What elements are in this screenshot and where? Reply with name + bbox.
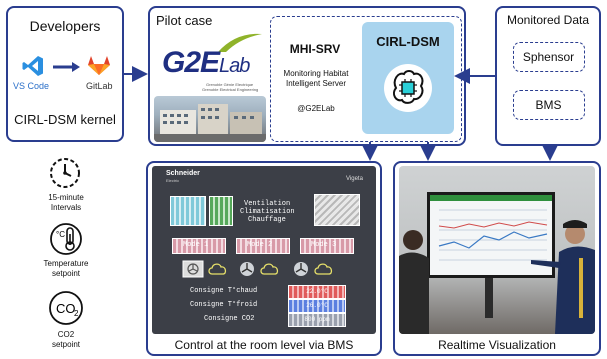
bms-setpoint-value: 800 ppm: [304, 316, 330, 323]
legend-co2-line1: CO2: [57, 330, 75, 339]
bms-setpoint-label-co2: Consigne CO2: [204, 315, 255, 323]
logo-text: G2ELab: [162, 46, 250, 80]
bms-header-1: Ventilation: [244, 200, 291, 208]
bms-corner-label: Vigeta: [346, 176, 363, 182]
bms-tile-ventilation[interactable]: [170, 196, 206, 226]
monitored-item-bms: BMS: [513, 90, 585, 120]
bms-mode-2-button[interactable]: Mode 2: [236, 238, 290, 254]
legend-temperature: °C Temperature setpoint: [34, 222, 98, 284]
monitored-data-panel: Monitored Data Sphensor BMS: [495, 6, 601, 146]
legend-temp-line1: Temperature: [43, 259, 89, 268]
dsm-title: CIRL-DSM: [376, 34, 440, 49]
thermometer-icon: °C: [50, 223, 82, 255]
pilot-case-panel: Pilot case G2ELab Grenoble Génie Electri…: [148, 6, 466, 146]
legend-temp-line2: setpoint: [51, 269, 81, 278]
bms-panel: Schneider Electric Vigeta Ventilation Cl…: [146, 161, 382, 356]
vscode-icon: [22, 56, 43, 76]
bms-cloud-icon-3: [314, 263, 333, 275]
bms-setpoint-value-co2[interactable]: 800 ppm: [288, 313, 346, 327]
bms-caption: Control at the room level via BMS: [174, 338, 354, 352]
legend-clock-line1: 15-minute: [48, 193, 84, 202]
legend-co2: CO 2 CO2 setpoint: [34, 290, 98, 356]
logo-suffix: Lab: [219, 55, 250, 77]
legend-co2-line2: setpoint: [51, 340, 81, 349]
bms-header-3: Chauffage: [248, 216, 286, 224]
kernel-label: CIRL-DSM kernel: [14, 112, 116, 127]
legend-clock-line2: Intervals: [50, 203, 82, 212]
cirl-dsm-box: CIRL-DSM: [362, 22, 454, 134]
svg-text:°C: °C: [56, 230, 65, 239]
bms-brand-sub: Electric: [166, 178, 180, 183]
clock-icon: [50, 158, 80, 188]
logo-subtitle-2: Grenoble Electrical Engineering: [202, 87, 259, 92]
developers-panel: Developers VS Code GitLab CIRL-DSM kerne…: [6, 6, 124, 142]
bms-mode-1-button[interactable]: Mode 1: [172, 238, 226, 254]
bms-setpoint-label-hot: Consigne T°chaud: [190, 287, 258, 295]
bms-screen: Schneider Electric Vigeta Ventilation Cl…: [152, 166, 376, 334]
viz-caption: Realtime Visualization: [438, 338, 556, 352]
bms-header-2: Climatisation: [240, 208, 295, 216]
co2-icon: CO 2: [49, 291, 83, 325]
bms-setpoint-value-cold[interactable]: 26.0°C: [288, 299, 346, 313]
svg-text:2: 2: [74, 309, 79, 318]
viz-scene: [399, 192, 595, 334]
monitored-item-label: Sphensor: [522, 50, 575, 64]
monitored-item-label: BMS: [535, 98, 562, 112]
svg-text:CO: CO: [56, 301, 76, 316]
bms-fan-icon-2: [240, 262, 254, 276]
g2elab-logo: G2ELab Grenoble Génie Electrique Grenobl…: [158, 30, 266, 92]
bms-mode-label: Mode 3: [311, 241, 337, 249]
pilot-title: Pilot case: [156, 13, 213, 28]
bms-cloud-icon-2: [260, 263, 279, 275]
bms-setpoint-value: 22.0°C: [306, 288, 328, 295]
monitored-title: Monitored Data: [506, 13, 590, 27]
gitlab-icon: [88, 56, 110, 75]
building-photo: [154, 96, 266, 142]
server-desc-2: Intelligent Server: [285, 79, 347, 88]
g2elab-swoosh-icon: [218, 33, 262, 52]
bms-mode-label: Mode 2: [247, 241, 273, 249]
bms-setpoint-label-cold: Consigne T°froid: [190, 301, 258, 309]
bms-mode-3-button[interactable]: Mode 3: [300, 238, 354, 254]
developers-title: Developers: [29, 18, 101, 34]
gitlab-label: GitLab: [86, 81, 113, 91]
server-desc-1: Monitoring Habitat: [283, 69, 349, 78]
brain-chip-icon: [384, 64, 432, 112]
bms-mode-label: Mode 1: [183, 241, 209, 249]
bms-fan-icon: [182, 260, 204, 278]
vscode-label: VS Code: [13, 81, 50, 91]
bms-setpoint-value-hot[interactable]: 22.0°C: [288, 285, 346, 299]
bms-tile-g2e[interactable]: [314, 194, 360, 226]
dev-arrow: [53, 62, 80, 72]
legend-clock: 15-minute Intervals: [34, 156, 98, 218]
bms-brand: Schneider: [166, 170, 200, 177]
building-image: [154, 104, 266, 142]
server-name: MHI-SRV: [289, 42, 341, 56]
bms-setpoint-value: 26.0°C: [306, 302, 328, 309]
bms-cloud-icon-1: [208, 263, 227, 275]
logo-subtitle-1: Grenoble Génie Electrique: [206, 82, 254, 87]
viz-panel: Realtime Visualization: [393, 161, 601, 356]
viz-photo: [399, 166, 595, 334]
bms-fan-icon-3: [294, 262, 308, 276]
server-handle: @G2ELab: [297, 104, 335, 113]
bms-tile-climatisation[interactable]: [209, 196, 233, 226]
logo-main: G2E: [162, 46, 220, 79]
monitored-item-sphensor: Sphensor: [513, 42, 585, 72]
